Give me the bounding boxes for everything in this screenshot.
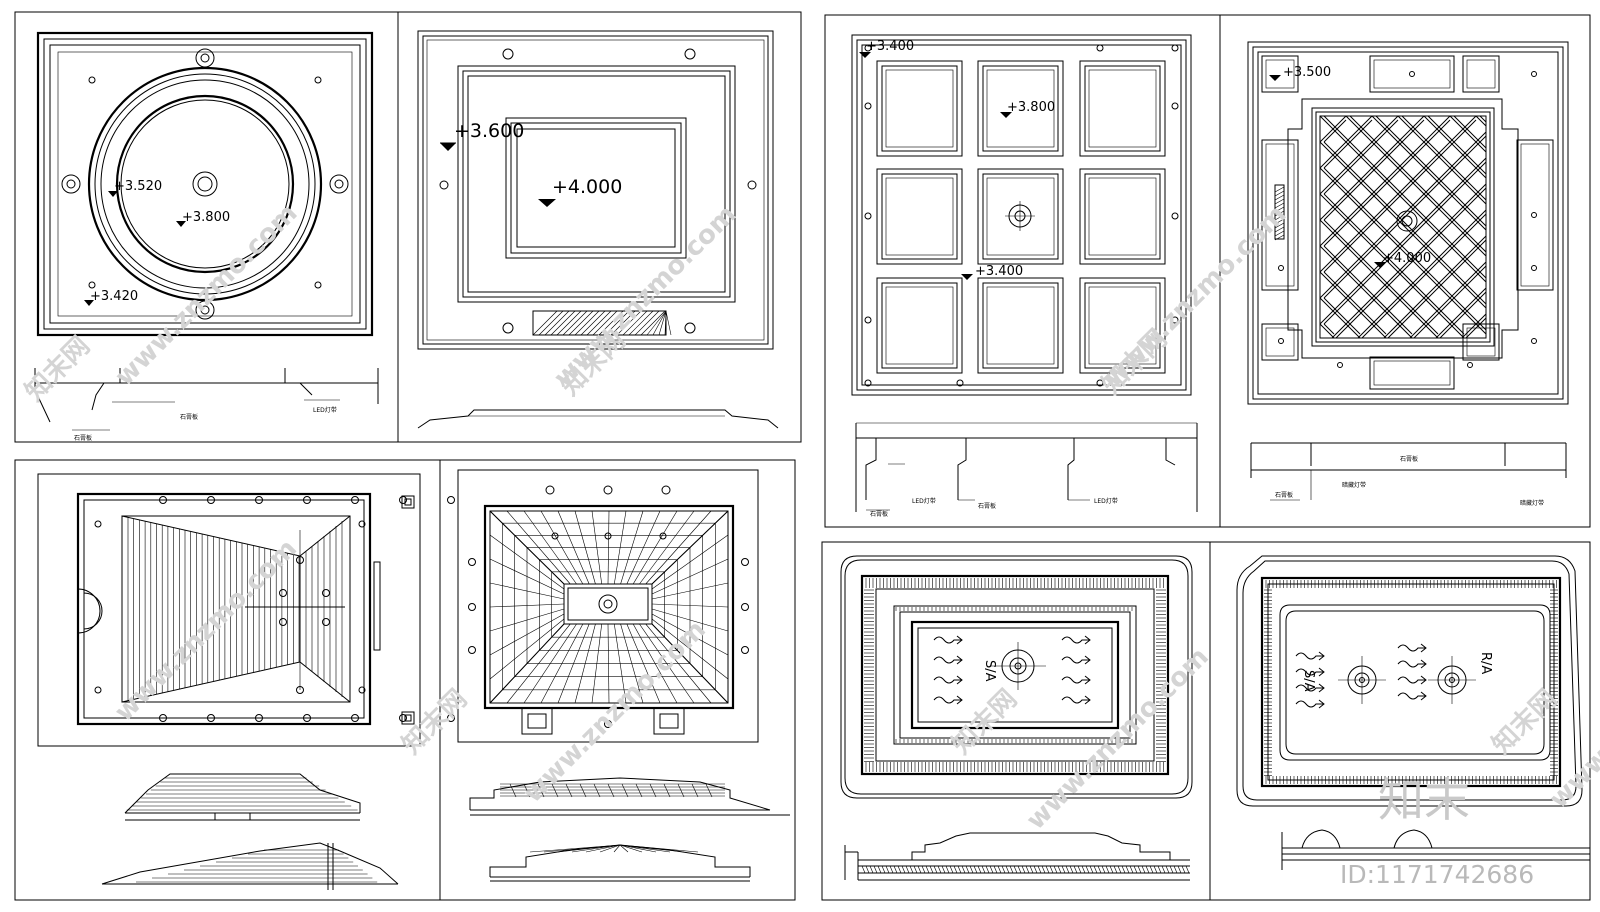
panel-g-airflow-arrow-icon xyxy=(1061,655,1091,665)
panel-a-level-2: +3.800 xyxy=(182,210,230,225)
panel-d-lattice-ceiling: +3.500 +4.000 石膏板 石膏板 暗藏灯带 暗藏灯带 xyxy=(1247,41,1569,507)
panel-h-airflow-arrow-icon xyxy=(1397,691,1427,701)
panel-d-level-2: +4.000 xyxy=(1383,251,1431,266)
panel-c-note-2: 石膏板 xyxy=(978,502,996,510)
panel-d-side-coffer xyxy=(1369,356,1455,390)
panel-group-top-right xyxy=(824,14,1591,528)
panel-h-return-label: R/A xyxy=(1478,652,1493,674)
panel-h-supply-label: S/A xyxy=(1301,670,1316,692)
panel-g-airflow-arrow-icon xyxy=(1061,695,1091,705)
panel-c-coffer xyxy=(876,60,963,157)
panel-c-level-1: +3.400 xyxy=(866,39,914,54)
panel-d-side-coffer xyxy=(1261,323,1299,361)
panel-c-coffer xyxy=(876,168,963,265)
panel-h-airflow-arrow-icon xyxy=(1295,651,1325,661)
panel-g-supply-label: S/A xyxy=(982,660,997,682)
panel-c-level-2: +3.800 xyxy=(1007,100,1055,115)
watermark-brand-4: 知末网 xyxy=(397,684,473,760)
panel-h-airflow-arrow-icon xyxy=(1295,683,1325,693)
panel-d-note-4: 暗藏灯带 xyxy=(1520,499,1544,507)
panel-c-coffer xyxy=(1079,168,1166,265)
panel-c-grid-coffers: +3.400 +3.800 +3.400 LED灯带 石膏板 LED灯带 石膏板 xyxy=(851,34,1198,518)
watermark-brand-6: 知末网 xyxy=(1487,684,1563,760)
panel-h-airflow-arrow-icon xyxy=(1295,699,1325,709)
panel-c-level-3: +3.400 xyxy=(975,264,1023,279)
panel-a-level-3: +3.420 xyxy=(90,289,138,304)
panel-b-level-2: +4.000 xyxy=(552,176,622,198)
panel-h-airflow-arrow-icon xyxy=(1397,659,1427,669)
panel-e-slatted-ceiling xyxy=(37,473,455,890)
panel-d-side-coffer xyxy=(1261,55,1299,93)
panel-c-coffer xyxy=(977,168,1064,265)
panel-h-airflow-arrow-icon xyxy=(1295,667,1325,677)
panel-g-airflow-arrow-icon xyxy=(1061,635,1091,645)
watermark-site-5: www.znzmo.com xyxy=(518,615,712,809)
panel-g-airflow-arrow-icon xyxy=(933,675,963,685)
panel-d-side-coffer xyxy=(1261,139,1299,291)
watermark-id-label: ID:1171742686 xyxy=(1340,860,1534,889)
panel-f-radial-ceiling xyxy=(457,469,790,882)
panel-group-bottom-right xyxy=(821,541,1591,901)
panel-c-coffer xyxy=(1079,277,1166,374)
panel-a-note-2: LED灯带 xyxy=(313,406,337,414)
panel-h-airflow-arrow-icon xyxy=(1397,643,1427,653)
panel-h-tray-ceiling: S/A R/A xyxy=(1236,555,1590,870)
panel-b-coffered-ceiling: +3.600 +4.000 xyxy=(417,30,779,429)
panel-g-airflow-arrow-icon xyxy=(933,695,963,705)
panel-group-top-left xyxy=(14,11,802,443)
panel-c-coffer xyxy=(977,60,1064,157)
panel-d-note-3: 暗藏灯带 xyxy=(1342,481,1366,489)
panel-b-level-1: +3.600 xyxy=(454,120,524,142)
panel-g-airflow-arrow-icon xyxy=(933,655,963,665)
panel-c-coffer xyxy=(876,277,963,374)
panel-g-tray-ceiling: S/A xyxy=(840,555,1193,881)
panel-d-side-coffer xyxy=(1369,55,1455,93)
panel-c-coffer xyxy=(1079,60,1166,157)
panel-a-note-3: 石膏板 xyxy=(74,434,92,442)
panel-d-side-coffer xyxy=(1516,139,1554,291)
panel-a-level-1: +3.520 xyxy=(114,179,162,194)
panel-c-note-1: LED灯带 xyxy=(912,497,936,505)
panel-a-circular-ceiling: +3.520 +3.800 +3.420 石膏板 LED灯带 石膏板 xyxy=(34,31,379,442)
panel-d-side-coffer xyxy=(1462,55,1500,93)
panel-a-note-1: 石膏板 xyxy=(180,413,198,421)
panel-c-coffer xyxy=(977,277,1064,374)
panel-g-airflow-arrow-icon xyxy=(933,635,963,645)
panel-g-airflow-arrow-icon xyxy=(1061,675,1091,685)
panel-d-level-1: +3.500 xyxy=(1283,65,1331,80)
panel-d-note-2: 石膏板 xyxy=(1275,491,1293,499)
panel-b-vent-hatch xyxy=(532,310,672,336)
panel-h-airflow-arrow-icon xyxy=(1397,675,1427,685)
watermark-brand-1: 知末网 xyxy=(20,331,96,407)
watermark-site-1: www.znzmo.com xyxy=(110,198,304,392)
watermark-site-4: www.znzmo.com xyxy=(109,534,303,728)
panel-c-note-3: LED灯带 xyxy=(1094,497,1118,505)
panel-d-note-1: 石膏板 xyxy=(1400,455,1418,463)
watermark-logo: 知末 xyxy=(1378,773,1470,827)
panel-c-note-4: 石膏板 xyxy=(870,510,888,518)
panel-group-bottom-left xyxy=(14,459,796,901)
